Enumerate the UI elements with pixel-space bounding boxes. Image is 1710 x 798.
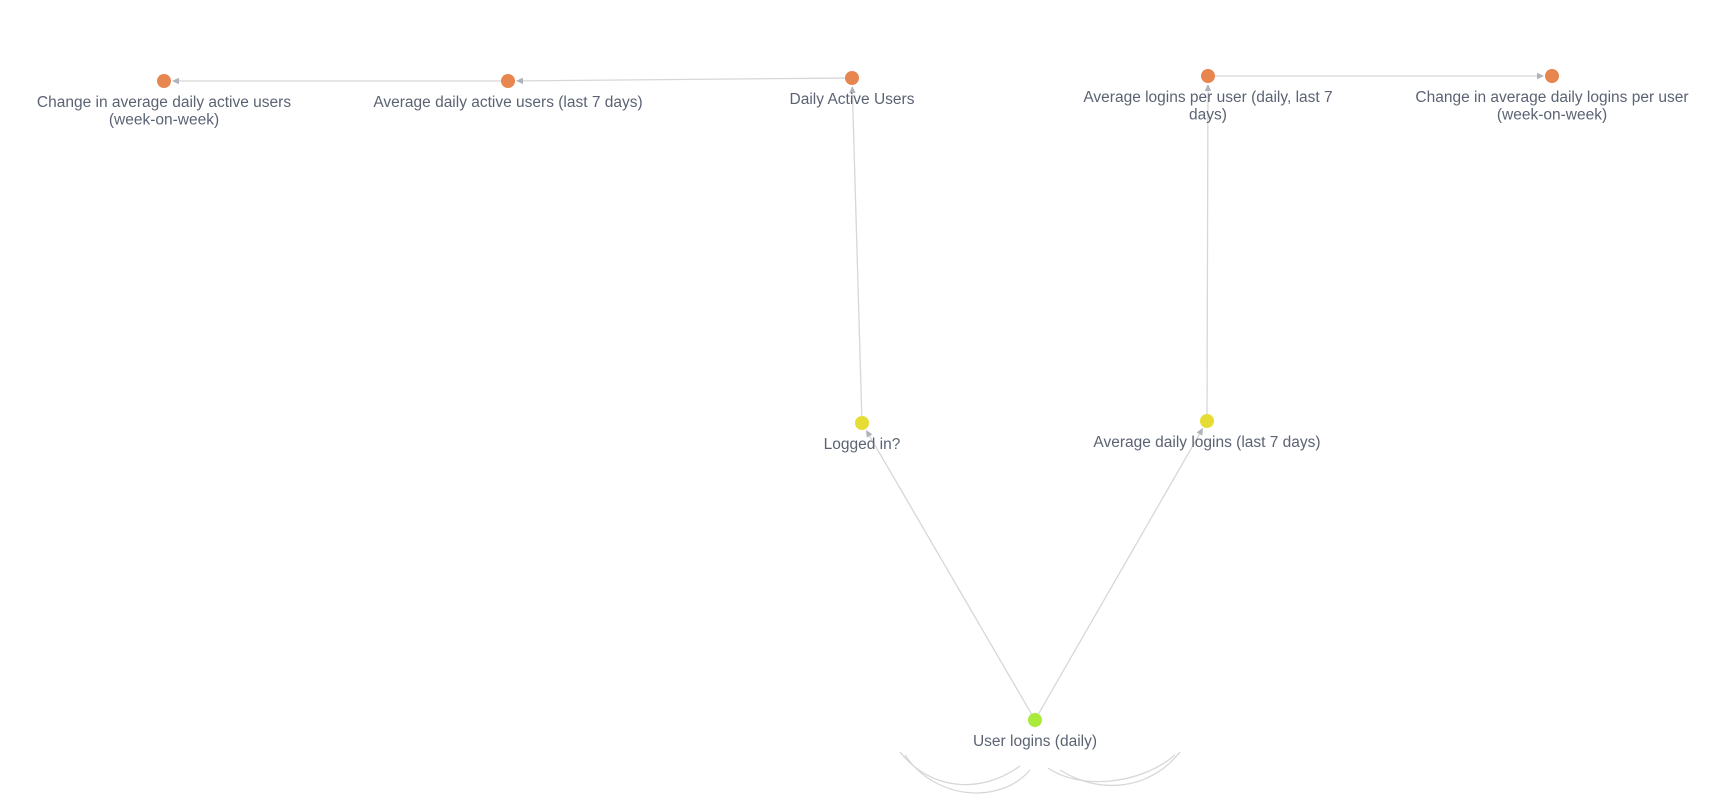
node-label: Average daily active users (last 7 days) bbox=[373, 94, 642, 111]
node-label: Average logins per user (daily, last 7 bbox=[1083, 89, 1332, 106]
edge-avg-logins-per-user-to-change-logins-per-user bbox=[1215, 72, 1544, 80]
incoming-edge-stub bbox=[904, 754, 1031, 794]
arrowhead bbox=[1537, 72, 1544, 80]
edge-dau-to-avg-dau bbox=[515, 77, 846, 85]
incoming-edge-stubs bbox=[899, 751, 1181, 794]
node-label: days) bbox=[1189, 107, 1227, 124]
incoming-edge-stub bbox=[899, 751, 1021, 786]
node-dot[interactable] bbox=[157, 74, 171, 88]
edge-user-logins-to-avg-daily-logins bbox=[1037, 427, 1204, 715]
node-change-logins-per-user[interactable]: Change in average daily logins per user(… bbox=[1415, 69, 1689, 124]
edge-line bbox=[520, 77, 846, 82]
arrowhead bbox=[172, 77, 179, 85]
arrowhead bbox=[866, 429, 873, 438]
edge-avg-dau-to-change-dau bbox=[172, 77, 501, 85]
node-user-logins[interactable]: User logins (daily) bbox=[973, 713, 1097, 750]
node-avg-dau[interactable]: Average daily active users (last 7 days) bbox=[373, 74, 643, 111]
edge-logged-in-to-dau bbox=[849, 85, 863, 417]
node-avg-logins-per-user[interactable]: Average logins per user (daily, last 7da… bbox=[1083, 69, 1333, 124]
arrowhead bbox=[1204, 83, 1212, 92]
incoming-edge-stub bbox=[1059, 751, 1181, 787]
node-label: User logins (daily) bbox=[973, 733, 1097, 750]
node-label: (week-on-week) bbox=[109, 112, 219, 129]
node-label: Change in average daily active users bbox=[37, 94, 291, 111]
edge-avg-daily-logins-to-avg-logins-per-user bbox=[1204, 83, 1212, 415]
node-label: Daily Active Users bbox=[790, 91, 915, 108]
node-dot[interactable] bbox=[1201, 69, 1215, 83]
node-label: Change in average daily logins per user bbox=[1415, 89, 1688, 106]
node-dot[interactable] bbox=[1028, 713, 1042, 727]
node-change-dau[interactable]: Change in average daily active users(wee… bbox=[37, 74, 291, 129]
edge-line bbox=[867, 433, 1033, 715]
node-label: Average daily logins (last 7 days) bbox=[1093, 434, 1320, 451]
edge-line bbox=[1037, 431, 1202, 715]
edge-line bbox=[1206, 88, 1209, 415]
incoming-edge-stub bbox=[1047, 754, 1176, 783]
arrowhead bbox=[1196, 427, 1204, 436]
nodes-layer: Change in average daily active users(wee… bbox=[37, 69, 1689, 750]
node-dot[interactable] bbox=[855, 416, 869, 430]
arrowhead bbox=[515, 77, 524, 85]
edges-layer bbox=[172, 72, 1544, 715]
edge-line bbox=[851, 90, 863, 417]
arrowhead bbox=[849, 85, 856, 94]
node-logged-in[interactable]: Logged in? bbox=[824, 416, 901, 453]
node-dot[interactable] bbox=[1545, 69, 1559, 83]
node-dot[interactable] bbox=[1200, 414, 1214, 428]
node-avg-daily-logins[interactable]: Average daily logins (last 7 days) bbox=[1093, 414, 1321, 451]
edge-user-logins-to-logged-in bbox=[866, 429, 1033, 715]
node-dau[interactable]: Daily Active Users bbox=[790, 71, 915, 108]
node-dot[interactable] bbox=[845, 71, 859, 85]
node-label: Logged in? bbox=[824, 436, 901, 453]
node-label: (week-on-week) bbox=[1497, 107, 1607, 124]
node-dot[interactable] bbox=[501, 74, 515, 88]
